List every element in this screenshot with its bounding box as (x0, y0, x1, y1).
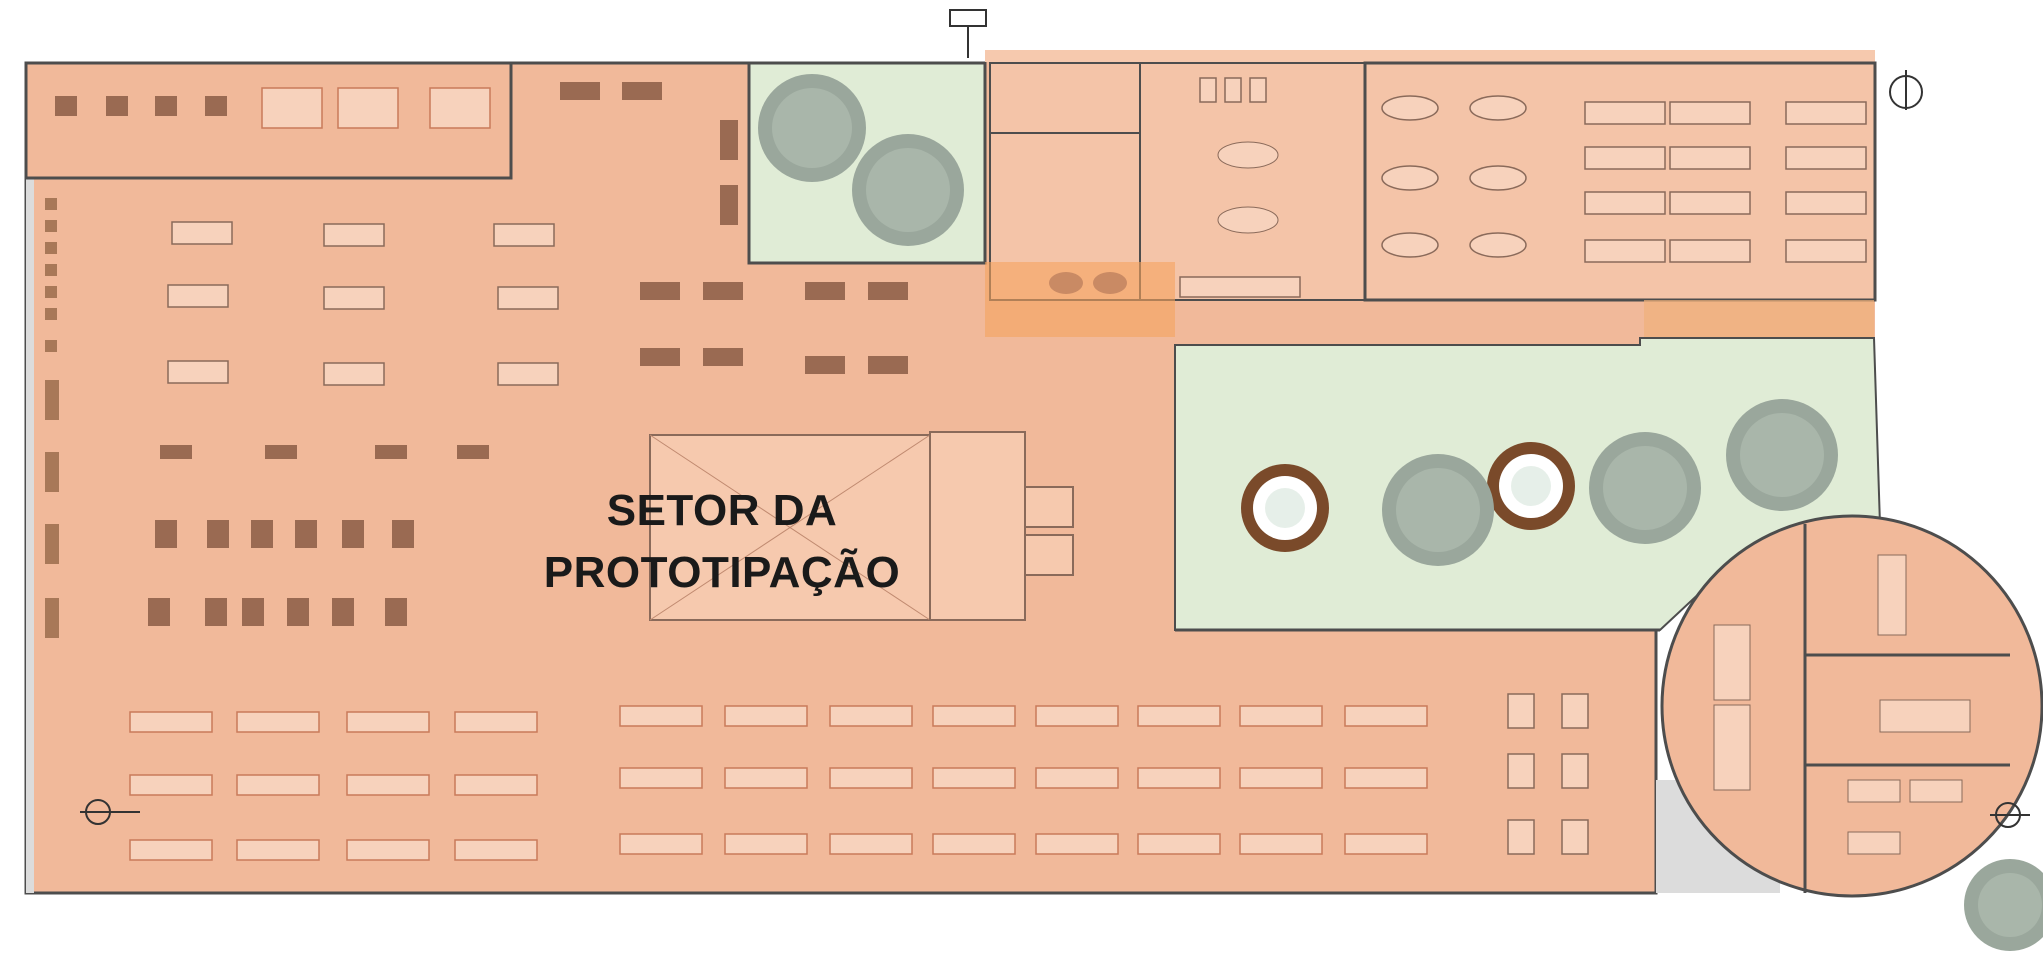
tree-icon (1382, 454, 1494, 566)
sector-label-line1: SETOR DA (606, 486, 838, 535)
tree-icon (1726, 399, 1838, 511)
round-planter-icon (1487, 442, 1575, 530)
room-small-a (989, 62, 1141, 134)
room-library (1363, 61, 1877, 302)
staircase (929, 431, 1026, 621)
tree-icon (852, 134, 964, 246)
tree-icon (1964, 859, 2043, 951)
tree-icon (758, 74, 866, 182)
zoom-detail-circle (1660, 514, 2043, 898)
section-marker-icon (80, 799, 140, 825)
tree-icon (1589, 432, 1701, 544)
round-planter-icon (1241, 464, 1329, 552)
annex-top-band (985, 50, 1875, 62)
grey-area-left (26, 63, 34, 893)
section-marker-icon (949, 9, 987, 58)
orange-highlight (985, 262, 1175, 337)
sector-label-line2: PROTOTIPAÇÃO (543, 548, 901, 597)
north-arrow-icon (1889, 70, 1923, 110)
orange-strip-right (1644, 300, 1874, 338)
section-marker-icon (1990, 802, 2030, 828)
sector-label: SETOR DA PROTOTIPAÇÃO (512, 480, 932, 604)
